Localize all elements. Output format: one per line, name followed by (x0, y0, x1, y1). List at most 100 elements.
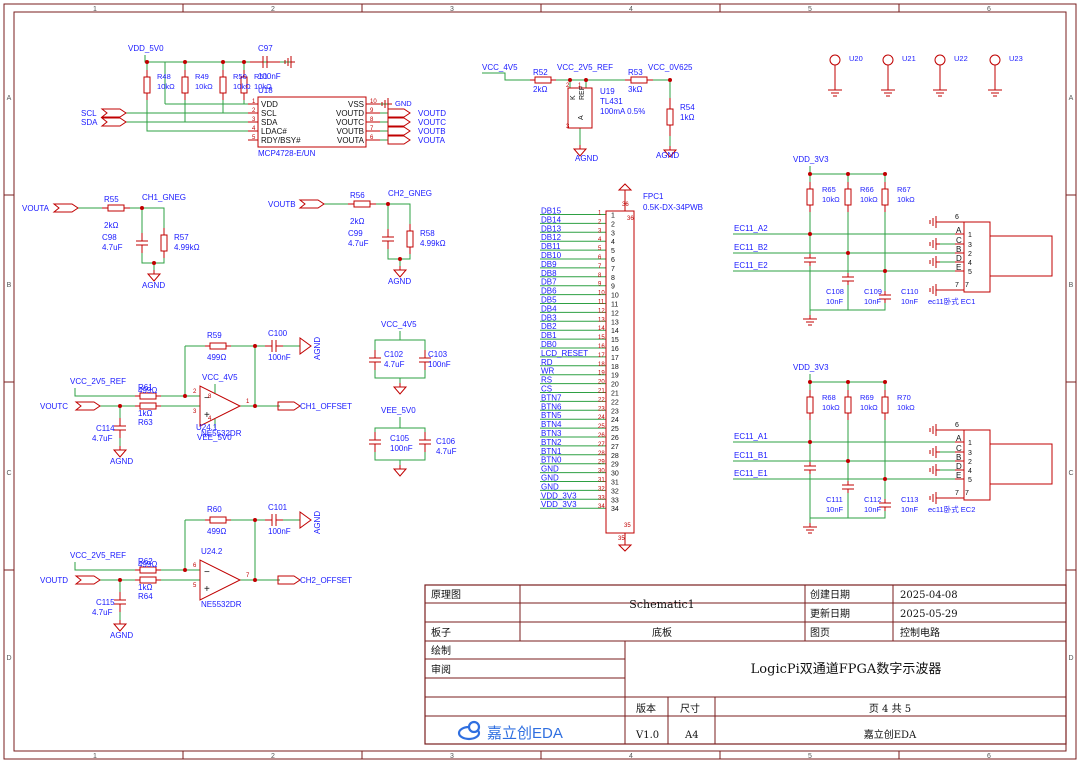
supply-net-label: VCC_2V5_REF (70, 377, 126, 386)
pin-number: 27 (611, 444, 619, 451)
resistor-body (844, 188, 852, 206)
resistor-body (806, 188, 814, 206)
test-point-ref: U20 (849, 54, 863, 63)
net-label: VOUTC (418, 118, 446, 127)
resistor-body (181, 76, 189, 94)
resistor-ref: R67 (897, 185, 911, 194)
net-label: VOUTB (268, 200, 296, 209)
ic-pin-name: VOUTA (337, 136, 365, 145)
column-label: 1 (93, 6, 97, 13)
pin-number: 1 (968, 232, 972, 239)
pin-number: 36 (622, 202, 629, 208)
pin-number: 12 (598, 308, 605, 314)
pin-number: 35 (624, 523, 631, 529)
connector-ref: FPC1 (643, 192, 664, 201)
junction-dot (808, 440, 812, 444)
pin-number: 25 (598, 424, 605, 430)
pin-number: 1 (968, 440, 972, 447)
cap-ref: C101 (268, 503, 288, 512)
column-label: 6 (987, 753, 991, 760)
wire (130, 207, 165, 228)
pin-number: 2 (193, 389, 197, 395)
fpc-net-label: CS (541, 385, 552, 394)
resistor-value: 10kΩ (157, 82, 175, 91)
pin-name: K (570, 95, 577, 100)
tb-value: 2025-04-08 (900, 590, 958, 601)
fpc-net-label: BTN0 (541, 456, 562, 465)
pin-number: 5 (598, 246, 602, 252)
fpc-net-label: BTN1 (541, 447, 562, 456)
ic-pin-name: VOUTB (336, 127, 364, 136)
row-label: D (6, 655, 11, 662)
cap-ref: C114 (96, 424, 115, 433)
test-point (989, 54, 1001, 66)
resistor-body (209, 516, 227, 524)
resistor-ref: R63 (138, 418, 153, 427)
vref-ic-body (567, 87, 593, 129)
tb-page-count: 页 4 共 5 (869, 703, 911, 715)
junction-dot (386, 202, 390, 206)
ic-pin-number: 5 (252, 135, 256, 141)
ground-symbol (299, 337, 312, 355)
ground-symbol (617, 183, 633, 191)
wires (74, 55, 955, 620)
cap-value: 4.7uF (92, 434, 113, 443)
fpc-net-label: GND (541, 482, 559, 491)
pin-number: 5 (611, 248, 615, 255)
fpc-net-label: DB8 (541, 269, 557, 278)
resistor-value: 2kΩ (350, 217, 364, 226)
pin-number: 36 (627, 216, 634, 222)
pin-number: 3 (193, 409, 197, 415)
pin-number: 24 (611, 417, 619, 424)
resistor-ref: R51 (254, 72, 268, 81)
tb-value: V1.0 (635, 730, 659, 741)
pin-number: 22 (598, 397, 605, 403)
cap-ref: C112 (864, 495, 881, 504)
ic-pin-number: 6 (370, 135, 374, 141)
opamp-body (199, 559, 242, 601)
tb-value: Schematic1 (629, 598, 694, 611)
resistor-body (844, 396, 852, 414)
tb-value: 底板 (652, 626, 672, 639)
resistor-body (219, 76, 227, 94)
resistor-body (881, 188, 889, 206)
wire (374, 331, 401, 350)
junction-dot (183, 394, 187, 398)
column-label: 3 (450, 753, 454, 760)
resistor-value: 10kΩ (195, 82, 213, 91)
resistor-body (666, 108, 674, 126)
resistor-value: 10kΩ (254, 82, 272, 91)
junction-dot (808, 232, 812, 236)
pin-number: 2 (598, 219, 602, 225)
resistor-ref: R52 (533, 68, 548, 77)
fpc-net-label: DB3 (541, 313, 557, 322)
tb-label: 更新日期 (810, 607, 850, 620)
junction-dot (846, 172, 850, 176)
tb-label: 审阅 (431, 663, 451, 676)
resistor-body (353, 200, 371, 208)
cap-value: 4.7uF (348, 239, 369, 248)
pin-number: 3 (968, 242, 972, 249)
resistor-ref: R50 (233, 72, 247, 81)
resistor-ref: R68 (822, 393, 836, 402)
pin-number: 2 (566, 83, 570, 89)
junction-dot (183, 60, 187, 64)
pin-number: 1 (611, 213, 615, 220)
net-port (387, 117, 411, 127)
junction-dot (808, 172, 812, 176)
junction-dot (568, 78, 572, 82)
pin-number: 30 (611, 471, 619, 478)
row-label: C (6, 470, 11, 477)
ground-symbol (572, 148, 588, 157)
cap-ref: C105 (390, 434, 410, 443)
resistor-body (107, 204, 125, 212)
resistor-ref: R66 (860, 185, 874, 194)
pin-name: A (578, 115, 585, 120)
resistor-body (881, 396, 889, 414)
resistor-value: 499Ω (207, 353, 226, 362)
pin-number: 6 (955, 214, 959, 221)
pin-number: 32 (598, 486, 605, 492)
encoder-shaft (989, 443, 1053, 485)
wire (374, 417, 401, 432)
